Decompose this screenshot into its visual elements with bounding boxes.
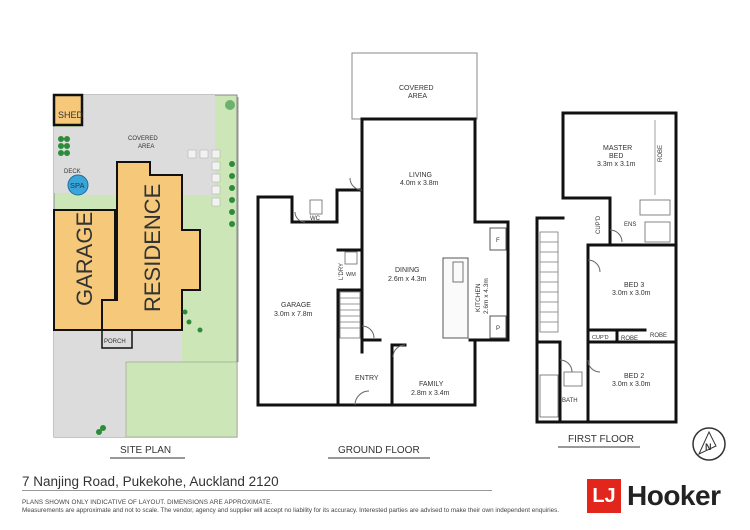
covered-area-label-2: AREA — [138, 144, 154, 150]
first-floor-caption: FIRST FLOOR — [568, 434, 634, 445]
driveway — [54, 330, 126, 437]
family-label: FAMILY — [419, 381, 444, 388]
garage-block-label: GARAGE — [72, 212, 97, 306]
disclaimer-line-2: Measurements are approximate and not to … — [22, 507, 560, 514]
site-plan-caption: SITE PLAN — [120, 445, 171, 456]
ldry-label: L'DRY — [339, 263, 345, 280]
living-label: LIVING — [409, 172, 432, 179]
deck-label: DECK — [64, 169, 81, 175]
fridge-label: F — [496, 238, 500, 244]
gf-garage-dim: 3.0m x 7.8m — [274, 311, 313, 318]
gf-covered-label-2: AREA — [408, 93, 427, 100]
ground-floor-caption: GROUND FLOOR — [338, 445, 420, 456]
shed — [52, 93, 84, 127]
lj-hooker-logo: LJ Hooker — [587, 479, 733, 513]
bath-label: BATH — [562, 398, 578, 404]
stepping-stones — [187, 149, 221, 207]
dining-dim: 2.6m x 4.3m — [388, 276, 427, 283]
residence-block-label: RESIDENCE — [140, 184, 165, 312]
north-arrow-icon: N — [692, 427, 726, 461]
bed2-dim: 3.0m x 3.0m — [612, 381, 651, 388]
logo-wordmark: Hooker — [627, 480, 721, 511]
shed-label: SHED — [58, 110, 84, 120]
first-floor: MASTER BED 3.3m x 3.1m ROBE CUP'D ENS BE… — [535, 111, 726, 461]
living-dim: 4.0m x 3.8m — [400, 180, 439, 187]
spa-icon — [67, 174, 89, 196]
entry-label: ENTRY — [355, 375, 379, 382]
wc-label: WC — [310, 216, 321, 222]
master-dim: 3.3m x 3.1m — [597, 161, 636, 168]
spa-label: SPA — [70, 181, 84, 190]
footer-divider — [22, 490, 492, 491]
bed3-dim: 3.0m x 3.0m — [612, 290, 651, 297]
cupd-label-top: CUP'D — [596, 215, 602, 234]
ens-label: ENS — [624, 222, 636, 228]
gf-garage-label: GARAGE — [281, 302, 311, 309]
tree-icon — [225, 100, 235, 110]
ff-stairs — [539, 231, 559, 333]
ground-floor: COVERED AREA LIVING 4.0m x 3.8m WC L'DRY… — [256, 52, 510, 459]
robe-label-bed3: ROBE — [621, 336, 638, 342]
covered-area-label-1: COVERED — [128, 136, 158, 142]
gf-stairs — [339, 291, 361, 339]
porch-box — [101, 329, 133, 349]
family-dim: 2.8m x 3.4m — [411, 390, 450, 397]
master-bed-label-1: MASTER — [603, 145, 632, 152]
robe-label-bed2: ROBE — [650, 333, 667, 339]
master-bed-label-2: BED — [609, 153, 623, 160]
residence-block — [101, 161, 201, 331]
property-address: 7 Nanjing Road, Pukekohe, Auckland 2120 — [22, 474, 279, 489]
porch-label: PORCH — [104, 339, 126, 345]
bed2-label: BED 2 — [624, 373, 644, 380]
wm-label: WM — [346, 272, 356, 278]
cupd-label-bed: CUP'D — [592, 335, 609, 341]
path — [126, 330, 182, 362]
robe-label-master: ROBE — [658, 145, 664, 162]
logo-mark: LJ — [587, 479, 621, 513]
bed3-label: BED 3 — [624, 282, 644, 289]
gf-covered-label-1: COVERED — [399, 85, 434, 92]
site-plan: SHED COVERED AREA DECK SPA GARAGE RESIDE… — [52, 93, 239, 459]
kitchen-dim: 2.6m x 4.3m — [483, 278, 490, 314]
disclaimer-line-1: PLANS SHOWN ONLY INDICATIVE OF LAYOUT. D… — [22, 499, 273, 506]
pantry-label: P — [496, 326, 500, 332]
dining-label: DINING — [395, 267, 420, 274]
hedge-shrubs — [58, 136, 235, 435]
north-label: N — [705, 442, 712, 452]
kitchen-label: KITCHEN — [475, 283, 482, 312]
